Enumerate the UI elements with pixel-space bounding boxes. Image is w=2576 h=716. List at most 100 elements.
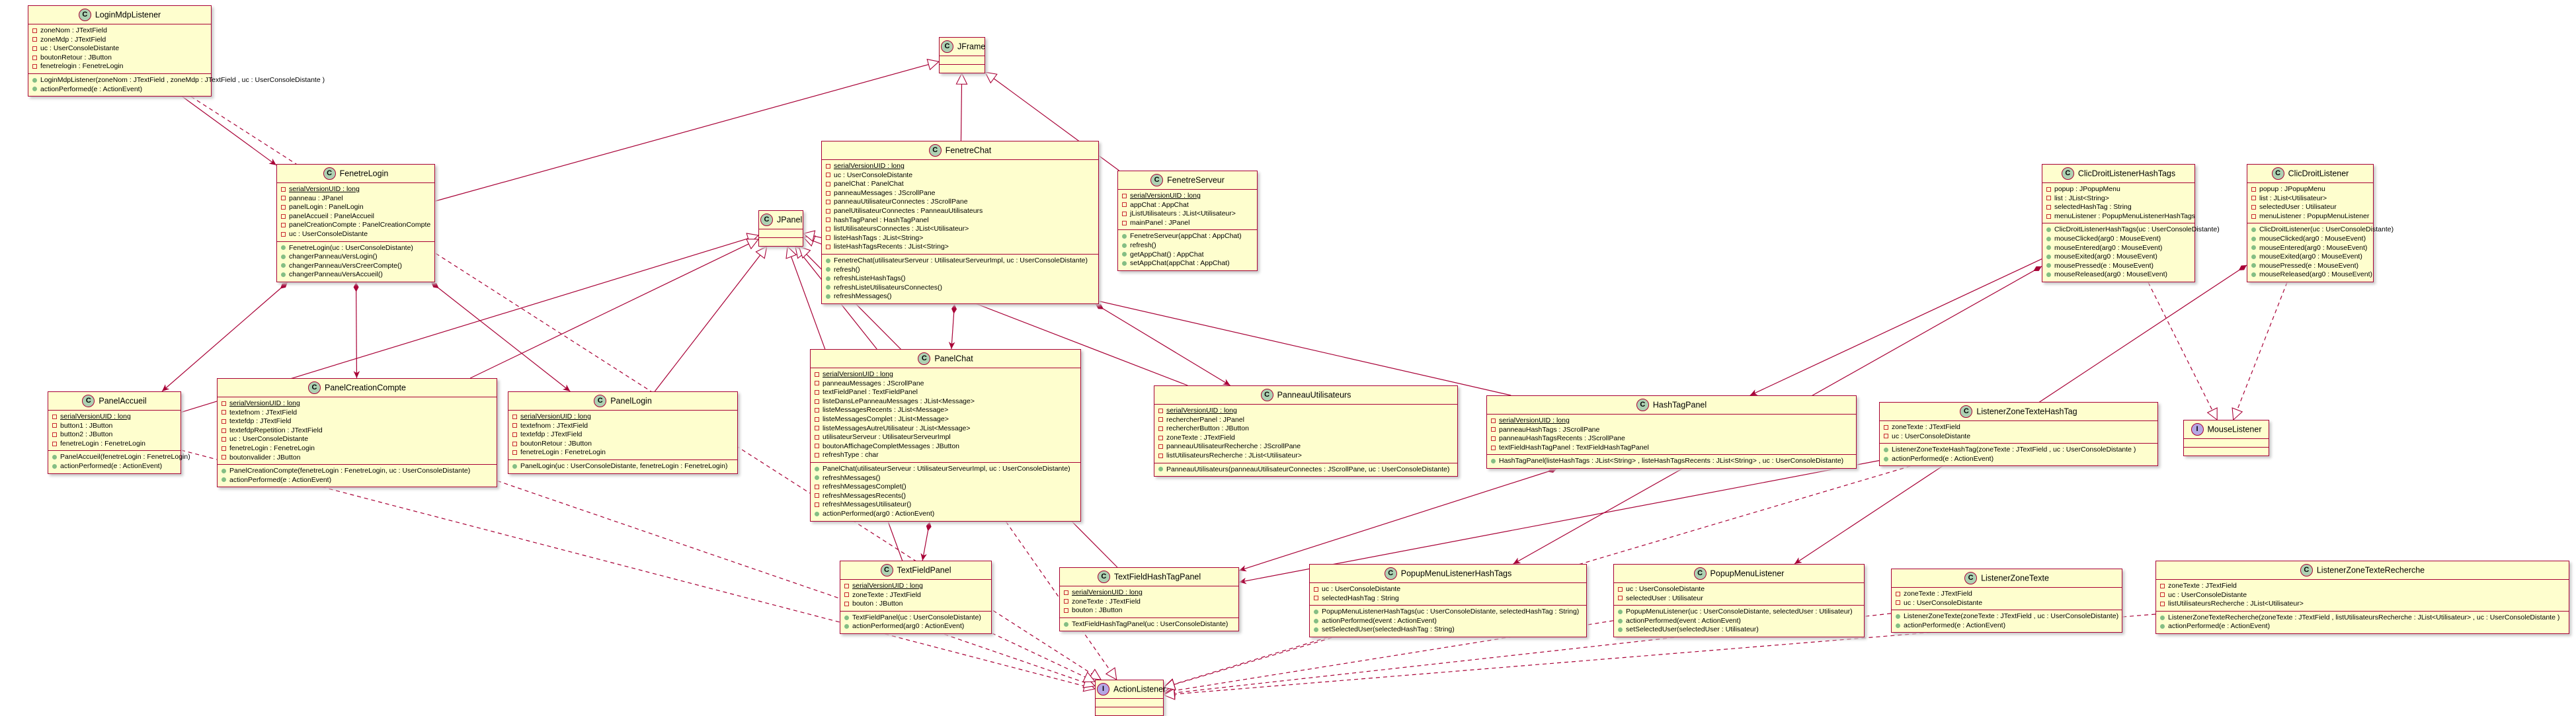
method-row: refreshMessagesRecents(): [815, 492, 1076, 501]
class-badge-icon: C: [323, 167, 336, 180]
private-visibility-icon: [844, 601, 849, 606]
attribute-row: selectedHashTag : String: [1314, 594, 1582, 604]
attribute-row: uc : UserConsoleDistante: [221, 435, 493, 444]
public-visibility-icon: [1618, 618, 1623, 623]
implements-relation: [1164, 637, 1328, 688]
private-visibility-icon: [1122, 202, 1127, 208]
class-badge-icon: C: [2271, 167, 2284, 180]
method-text: actionPerformed(event : ActionEvent): [1626, 616, 1741, 625]
attribute-row: selectedUser : Utilisateur: [2251, 203, 2369, 212]
method-text: mousePressed(e : MouseEvent): [2054, 261, 2153, 270]
method-row: refreshListeUtilisateursConnectes(): [826, 284, 1094, 293]
class-badge-icon: C: [928, 144, 942, 157]
attribute-row: boutonAffichageCompletMessages : JButton: [815, 442, 1076, 452]
private-visibility-icon: [1158, 453, 1163, 458]
method-row: setSelectedUser(selectedHashTag : String…: [1314, 625, 1582, 635]
attribute-text: uc : UserConsoleDistante: [1322, 585, 1401, 593]
attribute-row: listeMessagesComplet : JList<Message>: [815, 415, 1076, 424]
attribute-text: serialVersionUID : long: [852, 582, 923, 590]
method-row: actionPerformed(e : ActionEvent): [1884, 455, 2153, 464]
method-compartment: [1096, 707, 1163, 715]
method-compartment: ClicDroitListenerHashTags(uc : UserConso…: [2042, 223, 2220, 282]
class-badge-icon: C: [82, 395, 95, 407]
attribute-text: serialVersionUID : long: [289, 185, 360, 193]
method-row: mousePressed(e : MouseEvent): [2046, 262, 2191, 271]
public-visibility-icon: [32, 77, 37, 83]
attribute-row: button1 : JButton: [52, 422, 177, 431]
attribute-text: textFieldHashTagPanel : TextFieldHashTag…: [1499, 443, 1649, 452]
class-badge-icon: C: [1693, 567, 1707, 580]
method-row: refresh(): [1122, 241, 1253, 251]
class-badge-icon: C: [1636, 399, 1649, 411]
method-compartment: ClicDroitListener(uc : UserConsoleDistan…: [2247, 223, 2394, 282]
attribute-compartment: [2184, 439, 2269, 448]
method-row: mouseEntered(arg0 : MouseEvent): [2046, 244, 2191, 253]
attribute-row: panneauMessages : JScrollPane: [815, 379, 1076, 389]
method-row: PanelCreationCompte(fenetreLogin : Fenet…: [221, 467, 493, 476]
private-visibility-icon: [815, 381, 819, 386]
implements-relation: [1164, 465, 1911, 688]
private-visibility-icon: [1064, 590, 1068, 595]
private-visibility-icon: [1064, 608, 1068, 613]
attribute-row: list : JList<Utilisateur>: [2251, 194, 2369, 204]
private-visibility-icon: [1618, 586, 1623, 592]
method-row: PanelAccueil(fenetreLogin : FenetreLogin…: [52, 453, 190, 462]
implements-relation: [181, 450, 1095, 689]
attribute-row: listeHashTags : JList<String>: [826, 234, 1094, 243]
method-text: refresh(): [834, 265, 860, 274]
method-row: mouseClicked(arg0 : MouseEvent): [2046, 235, 2191, 244]
public-visibility-icon: [2046, 236, 2051, 241]
implements-relation: [2148, 282, 2217, 420]
private-visibility-icon: [826, 173, 830, 178]
class-badge-icon: C: [760, 214, 773, 226]
method-row: actionPerformed(e : ActionEvent): [52, 462, 177, 471]
attribute-text: textefdp : JTextField: [520, 430, 583, 439]
attribute-text: rechercherButton : JButton: [1166, 424, 1249, 433]
method-row: actionPerformed(event : ActionEvent): [1314, 617, 1582, 626]
class-name: ActionListener: [1113, 684, 1166, 694]
attribute-text: listeMessagesAutreUtilisateur : JList<Me…: [823, 424, 971, 432]
attribute-row: serialVersionUID : long: [1491, 417, 1852, 426]
method-text: FenetreLogin(uc : UserConsoleDistante): [289, 243, 413, 252]
private-visibility-icon: [844, 592, 849, 598]
attribute-row: serialVersionUID : long: [1064, 588, 1234, 598]
private-visibility-icon: [281, 231, 286, 237]
private-visibility-icon: [1158, 426, 1163, 431]
method-text: refreshMessagesRecents(): [823, 491, 906, 500]
method-text: ClicDroitListener(uc : UserConsoleDistan…: [2259, 225, 2394, 234]
public-visibility-icon: [1896, 623, 1900, 628]
method-row: LoginMdpListener(zoneNom : JTextField , …: [32, 76, 325, 85]
attribute-row: hashTagPanel : HashTagPanel: [826, 216, 1094, 225]
public-visibility-icon: [1314, 627, 1318, 633]
public-visibility-icon: [1122, 234, 1127, 239]
method-row: HashTagPanel(listeHashTags : JList<Strin…: [1491, 457, 1852, 466]
attribute-row: listUtilisateursRecherche : JList<Utilis…: [2160, 600, 2565, 609]
private-visibility-icon: [2046, 196, 2051, 201]
method-compartment: ListenerZoneTexteRecherche(zoneTexte : J…: [2156, 612, 2569, 633]
public-visibility-icon: [815, 475, 819, 481]
attribute-text: uc : UserConsoleDistante: [229, 435, 309, 444]
method-text: mouseClicked(arg0 : MouseEvent): [2054, 234, 2161, 243]
attribute-row: zoneTexte : JTextField: [844, 591, 987, 600]
attribute-row: listeMessagesAutreUtilisateur : JList<Me…: [815, 424, 1076, 434]
method-row: actionPerformed(arg0 : ActionEvent): [815, 510, 1076, 519]
private-visibility-icon: [815, 502, 819, 508]
attribute-row: listUtilisateursRecherche : JList<Utilis…: [1158, 452, 1453, 461]
private-visibility-icon: [512, 414, 517, 419]
class-name: ClicDroitListener: [2288, 169, 2349, 179]
method-text: PopupMenuListener(uc : UserConsoleDistan…: [1626, 608, 1853, 616]
attribute-row: uc : UserConsoleDistante: [1884, 432, 2153, 442]
attribute-row: boutonRetour : JButton: [512, 440, 733, 449]
